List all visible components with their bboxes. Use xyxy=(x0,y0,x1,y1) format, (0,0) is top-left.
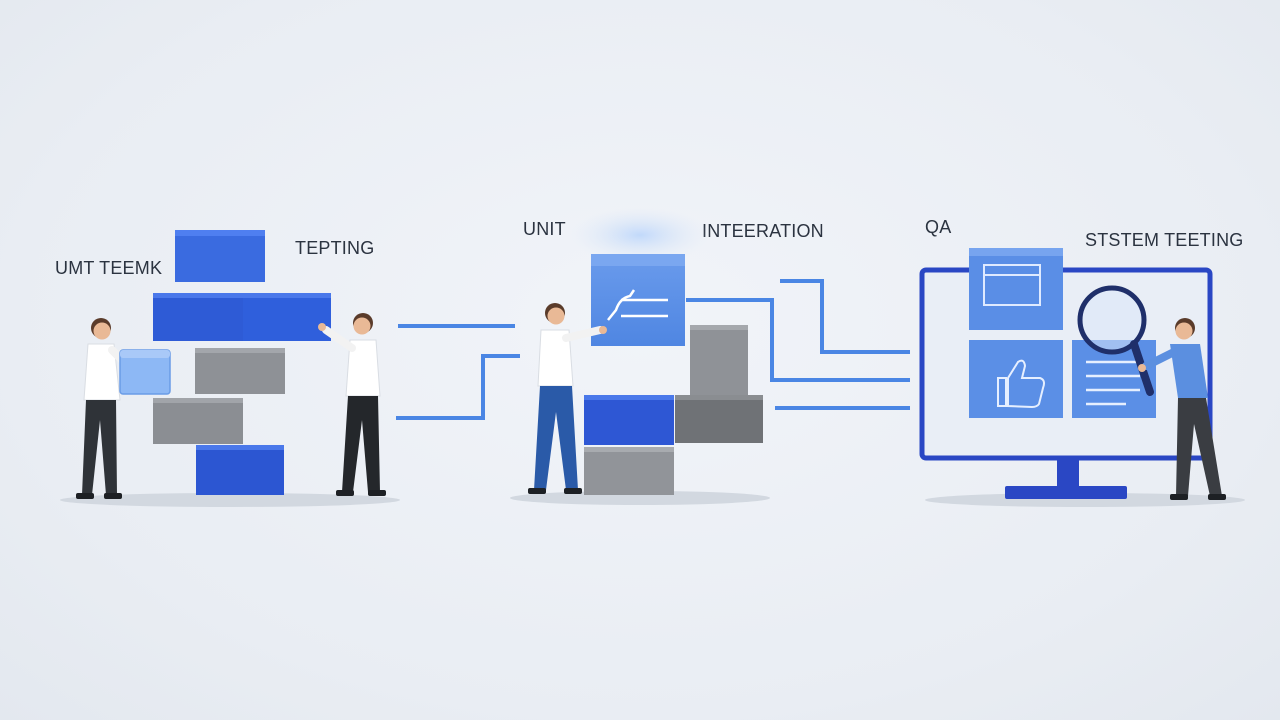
stage2-block-stack xyxy=(584,325,763,495)
block-gray-2 xyxy=(153,398,243,444)
block-blue-stage2 xyxy=(584,395,674,445)
screen-glow xyxy=(570,207,710,263)
thumbs-up-icon xyxy=(969,340,1063,418)
block-blue-bottom xyxy=(196,445,284,495)
person-right-stage1 xyxy=(318,313,386,496)
person-stage2 xyxy=(528,303,607,494)
block-gray-bottom-stage2 xyxy=(584,447,674,495)
block-blue-mid-right xyxy=(243,293,331,341)
person-stage3 xyxy=(1138,318,1226,500)
block-blue-top xyxy=(175,230,265,282)
connector-lines-1 xyxy=(396,324,520,420)
window-icon xyxy=(969,248,1063,330)
connector-lines-2 xyxy=(686,279,910,410)
stage3-left-label: QA xyxy=(925,217,952,237)
stage1-right-label: TEPTING xyxy=(295,238,375,258)
held-block-light-blue xyxy=(119,349,171,395)
magnifying-glass-icon xyxy=(1077,285,1154,396)
ground-shadow-stage2 xyxy=(510,491,770,505)
person-left-stage1 xyxy=(76,318,136,499)
monitor xyxy=(919,267,1213,499)
ground-shadow-stage1 xyxy=(60,493,400,507)
stage2-right-label: INTEERATION xyxy=(702,221,824,241)
stage2-left-label: UNIT xyxy=(523,219,566,239)
block-gray-dark-stage2 xyxy=(675,395,763,443)
stage1-left-label: UMT TEEMK xyxy=(55,258,163,278)
block-gray-1 xyxy=(195,348,285,394)
stage1-block-stack xyxy=(153,230,331,495)
stage3-right-label: STSTEM TEETING xyxy=(1085,230,1244,250)
block-blue-mid-left xyxy=(153,293,243,341)
block-gray-tall xyxy=(690,325,748,395)
